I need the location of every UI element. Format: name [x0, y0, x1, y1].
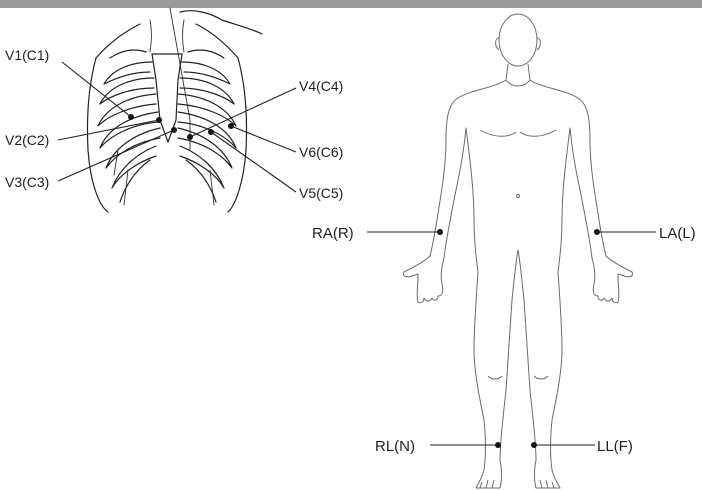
- rib-cage-illustration: [87, 8, 262, 212]
- label-v2: V2(C2): [5, 132, 49, 148]
- chest-leader-lines: [58, 62, 296, 192]
- label-la: LA(L): [659, 225, 696, 242]
- label-v6: V6(C6): [299, 144, 343, 160]
- label-v5: V5(C5): [299, 185, 343, 201]
- human-body-outline: [403, 14, 632, 488]
- limb-leader-lines: [367, 232, 656, 445]
- label-rl: RL(N): [375, 438, 415, 455]
- label-v4: V4(C4): [299, 78, 343, 94]
- label-ll: LL(F): [597, 438, 633, 455]
- label-v1: V1(C1): [5, 47, 49, 63]
- label-v3: V3(C3): [5, 174, 49, 190]
- label-ra: RA(R): [312, 225, 354, 242]
- limb-electrodes: [437, 229, 600, 448]
